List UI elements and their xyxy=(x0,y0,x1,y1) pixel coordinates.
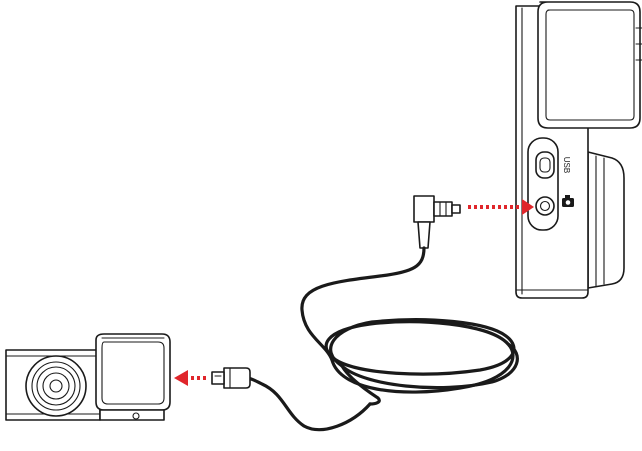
barrel-plug xyxy=(413,195,461,249)
usb-port-label: USB xyxy=(562,157,571,173)
mini-usb-plug xyxy=(211,367,251,389)
arrow-to-rear-camera-head xyxy=(174,370,188,386)
rear-camera-lens xyxy=(25,355,87,417)
camera-icon xyxy=(562,195,574,207)
arrow-to-camera-port-head xyxy=(522,199,534,215)
connection-cable xyxy=(211,195,519,432)
arrow-to-camera-port xyxy=(468,199,534,215)
camera-port xyxy=(535,195,574,216)
arrow-to-rear-camera xyxy=(174,370,206,386)
rear-camera xyxy=(5,333,171,421)
usb-port: USB xyxy=(535,151,571,179)
main-dash-camera: USB xyxy=(515,1,642,299)
